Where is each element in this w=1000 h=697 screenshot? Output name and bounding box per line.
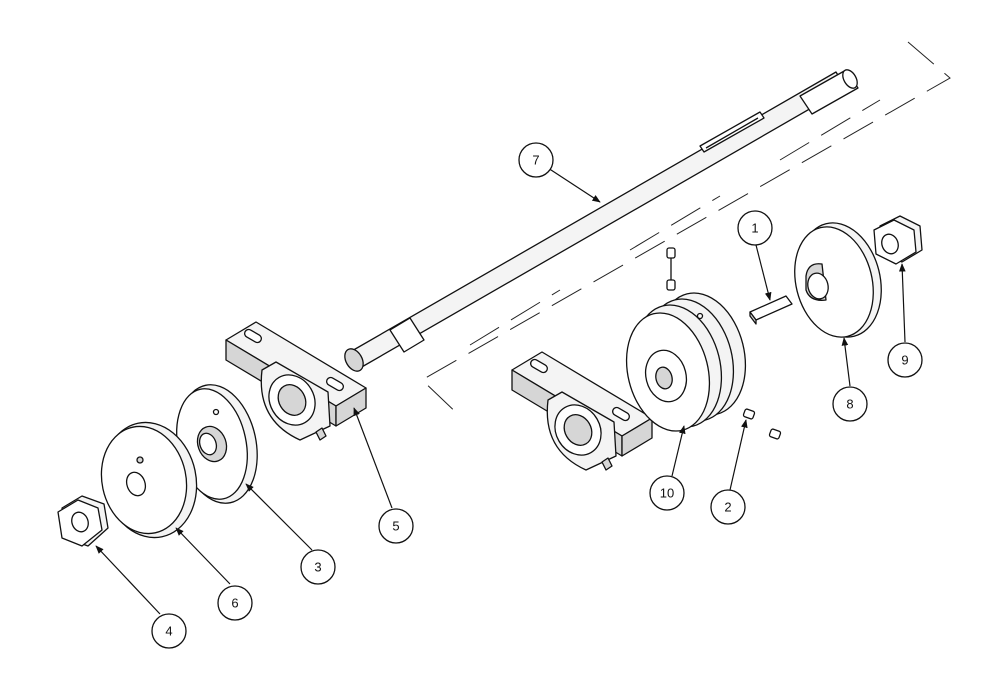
callout-1-label: 1 (751, 221, 758, 236)
callout-4-label: 4 (165, 624, 172, 639)
cover-plate (100, 421, 198, 539)
callout-10-label: 10 (660, 486, 674, 501)
callout-7-label: 7 (532, 153, 539, 168)
construction-lines (421, 41, 951, 419)
retaining-disc (794, 222, 882, 338)
callout-5-label: 5 (392, 519, 399, 534)
set-screws (666, 247, 782, 440)
leader-lines (95, 167, 906, 615)
callout-1: 1 (737, 210, 773, 246)
callout-8-label: 8 (846, 397, 853, 412)
leader-5 (353, 407, 393, 509)
shaft (344, 69, 859, 372)
callout-3: 3 (300, 549, 336, 585)
callout-5: 5 (378, 508, 414, 544)
leader-10 (671, 425, 686, 477)
leader-8 (841, 337, 851, 387)
callout-10: 10 (649, 475, 685, 511)
leader-9 (898, 263, 906, 343)
right-hex-nut (873, 215, 923, 265)
key (749, 295, 793, 325)
leader-3 (245, 483, 313, 551)
callout-4: 4 (151, 613, 187, 649)
right-pillow-block (511, 351, 653, 471)
leader-1 (755, 244, 772, 301)
callout-6-label: 6 (231, 596, 238, 611)
left-hex-nut (57, 495, 109, 547)
leader-4 (95, 545, 161, 615)
callout-9: 9 (887, 342, 923, 378)
callout-3-label: 3 (314, 560, 321, 575)
leader-2 (729, 419, 748, 491)
leader-6 (175, 527, 231, 585)
leader-7 (547, 167, 601, 203)
callout-2: 2 (710, 489, 746, 525)
callout-7: 7 (518, 142, 554, 178)
left-pillow-block (225, 321, 367, 441)
callout-9-label: 9 (901, 353, 908, 368)
callout-6: 6 (217, 585, 253, 621)
callout-8: 8 (832, 386, 868, 422)
pulley (625, 292, 747, 432)
callout-2-label: 2 (724, 500, 731, 515)
